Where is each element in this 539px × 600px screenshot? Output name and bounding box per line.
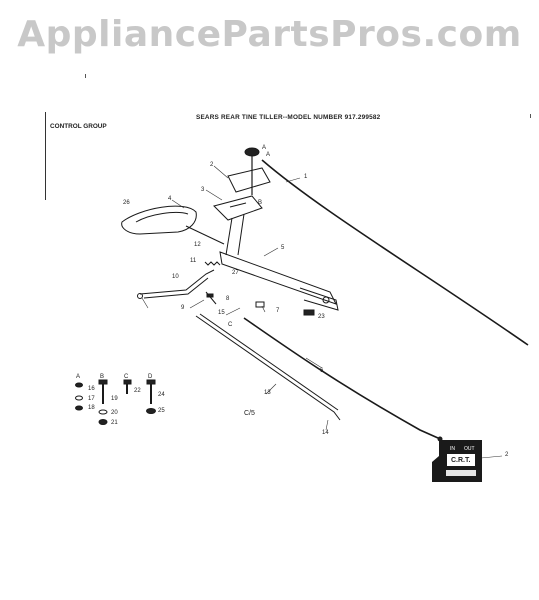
part-label-21: 21: [111, 420, 118, 426]
margin-tick: [85, 74, 86, 78]
part-label-2-decal: 2: [505, 452, 509, 458]
part-label-5: 5: [281, 245, 285, 251]
part-label-1: 1: [304, 174, 308, 180]
decal-crt-label: C.R.T.: [451, 457, 471, 464]
part-label-10: 10: [172, 274, 179, 280]
fitting-7: [255, 301, 265, 308]
bracket-3: [213, 195, 263, 221]
letter-a-top-2: A: [266, 152, 271, 158]
part-label-13: 13: [264, 390, 271, 396]
part-label-14: 14: [322, 430, 329, 436]
letter-b-bracket: B: [258, 200, 263, 206]
part-label-23: 23: [318, 314, 325, 320]
hardware-c-bolt: [123, 379, 132, 385]
letter-b-hardware: B: [100, 374, 105, 380]
part-label-9: 9: [181, 305, 185, 311]
letter-d-hardware: D: [148, 374, 153, 380]
figure-ref: C/5: [244, 410, 255, 417]
part-label-15: 15: [218, 310, 225, 316]
part-label-20: 20: [111, 410, 118, 416]
letter-c-mid: C: [228, 322, 233, 328]
rod-10: [139, 269, 215, 295]
part-label-25: 25: [158, 408, 165, 414]
part-label-12: 12: [194, 242, 201, 248]
part-label-26: 26: [123, 200, 130, 206]
cable-1: [261, 159, 529, 346]
part-label-27: 27: [232, 270, 239, 276]
decal-in-label: IN: [450, 446, 455, 452]
control-post: [225, 213, 245, 256]
control-knob: [244, 147, 260, 157]
part-label-11: 11: [190, 258, 197, 264]
hardware-a-head: [75, 382, 83, 388]
hardware-b-bolt: [98, 379, 108, 385]
part-label-16: 16: [88, 386, 95, 392]
rod-13: [195, 315, 341, 421]
part-label-22: 22: [134, 388, 141, 394]
spring-11: [204, 261, 221, 266]
part-label-7: 7: [276, 308, 280, 314]
handle-grip-4: [121, 205, 197, 235]
cable-6: [243, 317, 439, 439]
main-bar-5: [219, 251, 337, 305]
decal-out-label: OUT: [464, 446, 475, 452]
margin-rule: [45, 112, 46, 200]
part-label-6: 6: [320, 368, 324, 374]
diagram-title: SEARS REAR TINE TILLER--MODEL NUMBER 917…: [196, 114, 381, 121]
part-label-3: 3: [201, 187, 205, 193]
group-label: CONTROL GROUP: [50, 123, 107, 130]
letter-c-hardware: C: [124, 374, 129, 380]
decal-2: [432, 440, 482, 482]
letter-a-top: A: [262, 145, 267, 151]
margin-tick: [530, 114, 531, 118]
part-label-18: 18: [88, 405, 95, 411]
bracket-plate-2: [227, 167, 271, 193]
part-label-8: 8: [226, 296, 230, 302]
part-label-4: 4: [168, 196, 172, 202]
fitting-23: [303, 309, 315, 316]
part-label-24: 24: [158, 392, 165, 398]
letter-a-hardware: A: [76, 374, 81, 380]
part-label-19: 19: [111, 396, 118, 402]
part-label-2: 2: [210, 162, 214, 168]
hardware-d-bolt: [146, 379, 156, 385]
watermark: AppliancePartsPros.com: [17, 14, 522, 55]
part-label-17: 17: [88, 396, 95, 402]
